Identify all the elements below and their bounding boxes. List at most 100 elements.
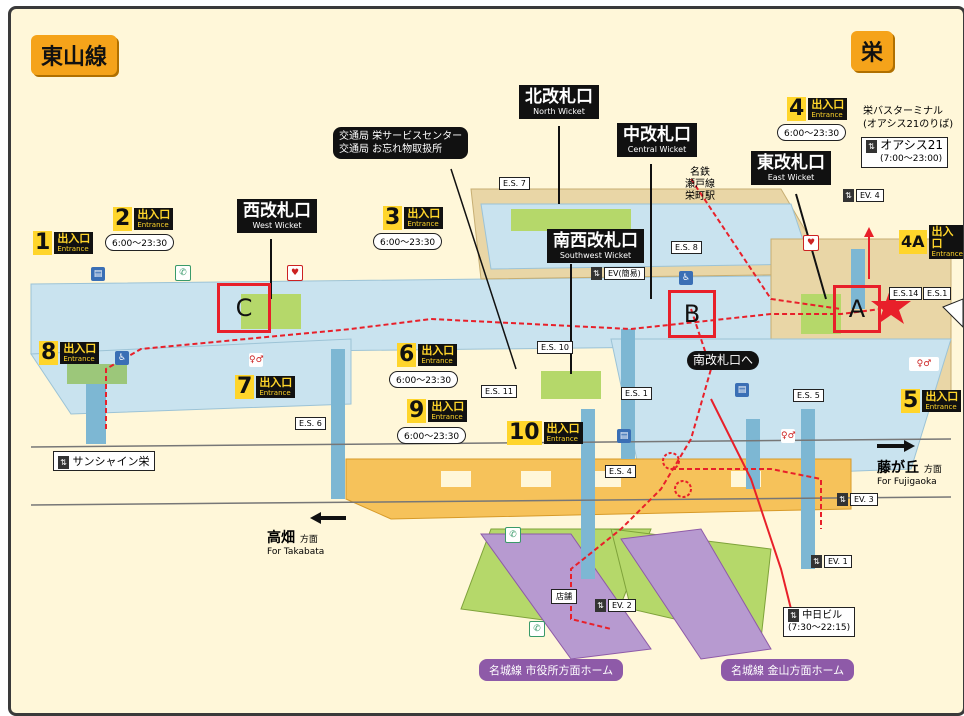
elevator-simple: ⇅EV(簡易) xyxy=(591,267,645,280)
meijo-kanayama-platform: 名城線 金山方面ホーム xyxy=(721,659,855,681)
chunichi-building-label: ⇅ 中日ビル (7:30～22:15) xyxy=(783,607,856,637)
route-path-east xyxy=(671,468,822,529)
fujigaoka-suffix: 方面 xyxy=(923,465,942,475)
exit-10-en: Entrance xyxy=(546,435,578,443)
elevator-icon: ⇅ xyxy=(595,599,606,612)
north-wicket-jp: 北改札口 xyxy=(525,87,593,107)
restroom-icon: ♀♂ xyxy=(249,353,264,367)
elevator-4-label: EV. 4 xyxy=(856,189,884,202)
exit-9-jp: 出入口 xyxy=(431,400,465,413)
meijo-purple-east xyxy=(620,528,772,660)
exit-2-jp: 出入口 xyxy=(137,208,171,221)
elevator-icon: ⇅ xyxy=(837,493,848,506)
service-center-callout: 交通局 栄サービスセンター 交通局 お忘れ物取扱所 xyxy=(333,127,469,159)
southwest-wicket-area xyxy=(541,371,601,399)
marker-b: B xyxy=(668,290,716,338)
rail-line-bottom xyxy=(30,496,952,506)
elevator-simple-label: EV(簡易) xyxy=(604,267,645,280)
exit-10-jp: 出入口 xyxy=(546,422,580,435)
elevator-4: ⇅EV. 4 xyxy=(843,189,884,202)
elevator-3-label: EV. 3 xyxy=(850,493,878,506)
escalator-8: E.S. 8 xyxy=(671,241,702,254)
bus-terminal-label: 栄バスターミナル (オアシス21のりば) xyxy=(863,105,953,131)
aed-icon: ♥ xyxy=(287,265,303,281)
elevator-icon: ⇅ xyxy=(591,267,602,280)
to-south-wicket-callout: 南改札口へ xyxy=(687,351,760,370)
phone-icon: ✆ xyxy=(175,265,191,281)
exit-7-jp: 出入口 xyxy=(259,376,293,389)
southwest-wicket-label: 南西改札口 Southwest Wicket xyxy=(547,229,644,263)
bus-terminal-sub: (オアシス21のりば) xyxy=(863,119,954,130)
exit-1-number: 1 xyxy=(33,230,53,255)
restroom-icon: ♀♂ xyxy=(781,429,796,443)
shop-label: 店舗 xyxy=(551,589,577,604)
fujigaoka-en: For Fujigaoka xyxy=(877,477,937,487)
meitetsu-line-2: 瀬戸線 xyxy=(685,179,715,190)
escalator-1-upper: E.S.1 xyxy=(923,287,952,300)
ticket-machine-icon: ▤ xyxy=(735,383,749,397)
exit-10-number: 10 xyxy=(507,420,542,445)
route-path-lift xyxy=(710,398,792,610)
elevator-icon: ⇅ xyxy=(58,456,69,469)
exit-6-jp: 出入口 xyxy=(421,344,455,357)
service-center-line-1: 交通局 栄サービスセンター xyxy=(339,131,463,142)
exit-6-number: 6 xyxy=(397,342,417,367)
exit-8-en: Entrance xyxy=(63,355,95,363)
exit-9-number: 9 xyxy=(407,398,427,423)
exit-1-jp: 出入口 xyxy=(57,232,91,245)
bus-terminal-name: 栄バスターミナル xyxy=(863,106,943,117)
elevator-icon: ⇅ xyxy=(866,140,877,153)
meitetsu-line-1: 名鉄 xyxy=(690,167,710,178)
exit-4a-number: 4A xyxy=(899,230,927,254)
exit-4a-en: Entrance xyxy=(931,250,963,258)
exit-3-en: Entrance xyxy=(407,220,439,228)
escalator-5: E.S. 5 xyxy=(793,389,824,402)
exit-5-en: Entrance xyxy=(925,403,957,411)
elevator-1-label: EV. 1 xyxy=(824,555,852,568)
line-name-tag: 東山線 xyxy=(31,35,118,75)
escalator-6: E.S. 6 xyxy=(295,417,326,430)
exit-9-en: Entrance xyxy=(431,413,463,421)
exit-2-number: 2 xyxy=(113,206,133,231)
elevator-2-label: EV. 2 xyxy=(608,599,636,612)
exit-4a-jp: 出入口 xyxy=(931,225,954,250)
chunichi-building-hours: (7:30～22:15) xyxy=(788,623,851,633)
exit-6-hours: 6:00～23:30 xyxy=(389,371,459,388)
meijo-city-hall-platform: 名城線 市役所方面ホーム xyxy=(479,659,624,681)
escalator-10: E.S. 10 xyxy=(537,341,573,354)
fujigaoka-jp: 藤が丘 xyxy=(877,460,919,476)
station-name-tag: 栄 xyxy=(851,31,894,71)
track-band xyxy=(345,458,852,520)
west-wicket-jp: 西改札口 xyxy=(243,201,311,221)
exit-4-number: 4 xyxy=(787,96,807,121)
exit-9-hours: 6:00～23:30 xyxy=(397,427,467,444)
route-path-north xyxy=(690,178,842,310)
takabata-jp: 高畑 xyxy=(267,530,295,546)
elevator-icon: ⇅ xyxy=(843,189,854,202)
west-wicket-label: 西改札口 West Wicket xyxy=(237,199,317,233)
exit-7-number: 7 xyxy=(235,374,255,399)
route-path-south xyxy=(570,308,713,630)
oasis21-hours: (7:00～23:00) xyxy=(880,154,943,164)
aed-icon: ♥ xyxy=(803,235,819,251)
restroom-icon: ♀♂ xyxy=(909,357,939,371)
exit-1-en: Entrance xyxy=(57,245,89,253)
star-marker xyxy=(871,287,911,324)
phone-icon: ✆ xyxy=(529,621,545,637)
destination-takabata: 高畑 方面 For Takabata xyxy=(267,527,324,557)
southwest-wicket-en: Southwest Wicket xyxy=(559,251,632,260)
sunshine-sakae-label: ⇅ サンシャイン栄 xyxy=(53,451,155,471)
exit-6-en: Entrance xyxy=(421,357,453,365)
oasis21-label: ⇅ オアシス21 (7:00～23:00) xyxy=(861,137,948,168)
north-wicket-en: North Wicket xyxy=(533,107,585,116)
southwest-wicket-jp: 南西改札口 xyxy=(553,231,638,251)
central-wicket-label: 中改札口 Central Wicket xyxy=(617,123,697,157)
east-wicket-jp: 東改札口 xyxy=(757,153,825,173)
